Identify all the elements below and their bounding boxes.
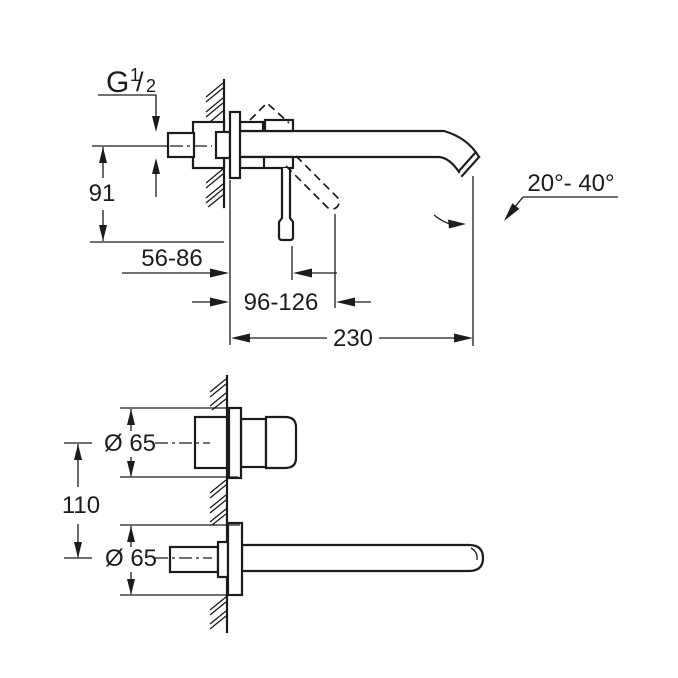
front-view-dimensions: Ø 65 110 Ø 65	[62, 407, 240, 596]
arrowhead	[74, 542, 82, 558]
spout-mouth	[460, 155, 481, 178]
top-view-dimensions: G 1 / 2 91 56-86	[89, 65, 618, 352]
handle-diameter-label: Ø 65	[104, 430, 156, 457]
concealed-body	[166, 120, 232, 170]
spout-bar	[240, 543, 485, 573]
arrowhead	[99, 147, 107, 163]
arrowhead	[454, 333, 473, 343]
wall-flange	[228, 110, 242, 180]
spout-mouth-inner	[457, 151, 477, 173]
spout-connector	[216, 540, 230, 579]
handle-concealed-body	[193, 415, 229, 470]
arrowhead	[127, 409, 135, 425]
thread-numerator: 1	[130, 65, 140, 85]
handle-lever-open-dashed	[285, 155, 340, 210]
dimension-91: 91	[89, 147, 224, 243]
dim-56-86-label: 56-86	[141, 245, 202, 272]
spout-cap-detail	[470, 547, 478, 561]
dimension-56-86: 56-86	[122, 245, 337, 280]
handle-lever-up-dashed	[249, 101, 290, 124]
handle-knob	[264, 415, 298, 470]
arrowhead	[74, 444, 82, 460]
arrowhead	[231, 333, 250, 343]
thread-size-label: G 1 / 2	[98, 65, 160, 197]
dimension-96-126: 96-126	[192, 180, 371, 345]
arrowhead	[152, 158, 160, 174]
arrowhead	[504, 203, 520, 221]
arrowhead	[448, 219, 466, 229]
center-distance-label: 110	[62, 492, 100, 519]
arrowhead	[210, 268, 229, 278]
wall-hatching-front-view	[209, 378, 227, 630]
spout-top-view	[238, 129, 481, 178]
spout-diameter-label: Ø 65	[105, 545, 157, 572]
arrowhead	[127, 461, 135, 477]
supply-pipe	[166, 131, 196, 159]
top-view-drawing	[92, 78, 481, 242]
cartridge-stem	[214, 130, 232, 160]
arrowhead	[210, 297, 229, 307]
dim-230-label: 230	[333, 325, 373, 352]
dimension-230: 230	[231, 176, 474, 352]
arrowhead	[127, 526, 135, 542]
arrowhead	[293, 268, 312, 278]
thread-slash: /	[136, 67, 144, 97]
front-view-drawing	[155, 374, 485, 634]
dim-91-label: 91	[89, 180, 116, 207]
spout-flange	[226, 521, 244, 597]
arrowhead	[127, 579, 135, 595]
angle-annotation: 20°- 40°	[433, 170, 618, 229]
dimension-handle-diameter: Ø 65	[104, 407, 238, 478]
spout-front-view	[155, 521, 485, 597]
thread-prefix: G	[106, 66, 129, 99]
arrowhead	[99, 225, 107, 241]
angle-range-label: 20°- 40°	[527, 170, 614, 197]
arrowhead	[336, 297, 355, 307]
arrowhead	[152, 116, 160, 132]
thread-denominator: 2	[146, 76, 156, 96]
handle-cylinder	[239, 417, 268, 469]
wall-hatching-top-view	[205, 82, 224, 208]
spout-concealed-body	[168, 545, 220, 574]
handle-front-view	[155, 406, 298, 480]
dimension-110: 110	[62, 442, 100, 559]
handle-flange	[227, 406, 243, 480]
dimension-spout-diameter: Ø 65	[105, 524, 240, 596]
dim-96-126-label: 96-126	[244, 289, 319, 316]
handle-lever	[277, 168, 295, 242]
